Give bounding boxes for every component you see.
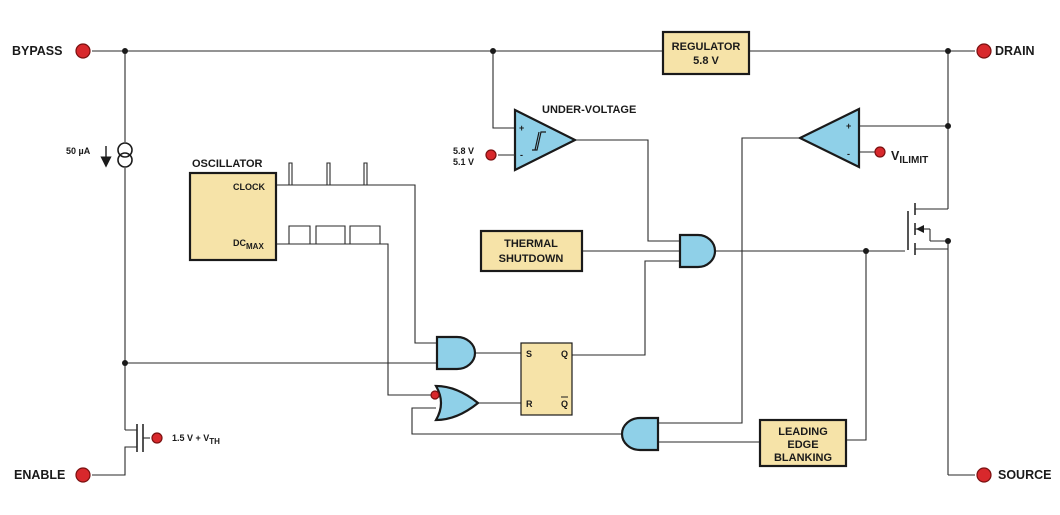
pin-enable[interactable]: ENABLE bbox=[14, 467, 91, 483]
ff-qbar: Q bbox=[561, 399, 568, 409]
and-gate-lower bbox=[620, 416, 660, 452]
oscillator-dc: DC bbox=[233, 238, 246, 248]
svg-text:1.5 V + VTH: 1.5 V + VTH bbox=[172, 433, 220, 446]
sr-flip-flop: S R Q Q bbox=[520, 342, 573, 416]
uv-thresh-low: 5.1 V bbox=[453, 157, 474, 167]
current-source: 50 µA bbox=[66, 142, 133, 168]
pin-drain-label: DRAIN bbox=[995, 44, 1035, 58]
oscillator-title: OSCILLATOR bbox=[192, 158, 263, 170]
ilimit-v: V bbox=[891, 149, 900, 163]
ilimit-i: I bbox=[899, 155, 902, 166]
leading-edge-blanking-block: LEADING EDGE BLANKING bbox=[758, 418, 848, 468]
or-gate bbox=[430, 384, 480, 422]
uv-thresh-high: 5.8 V bbox=[453, 146, 474, 156]
thermal-shutdown-block: THERMAL SHUTDOWN bbox=[479, 229, 584, 273]
svg-text:DCMAX: DCMAX bbox=[233, 238, 264, 251]
ff-r: R bbox=[526, 399, 533, 409]
pin-source-label: SOURCE bbox=[998, 468, 1051, 482]
wires bbox=[92, 50, 975, 476]
enable-ref-text: 1.5 V + V bbox=[172, 433, 209, 443]
pin-drain[interactable]: DRAIN bbox=[976, 43, 1035, 59]
pin-enable-label: ENABLE bbox=[14, 468, 65, 482]
uv-minus: - bbox=[520, 150, 523, 160]
enable-ref-sub: TH bbox=[209, 437, 220, 446]
svg-text:VILIMIT: VILIMIT bbox=[891, 149, 928, 166]
pin-bypass[interactable]: BYPASS bbox=[12, 43, 91, 59]
pin-source[interactable]: SOURCE bbox=[976, 467, 1051, 483]
ilimit-minus: - bbox=[847, 149, 850, 159]
hysteresis-icon bbox=[532, 131, 546, 151]
current-limit-comparator: + - VILIMIT bbox=[797, 107, 928, 169]
and-gate-clock bbox=[435, 335, 477, 371]
leb-line1: LEADING bbox=[778, 426, 828, 438]
under-voltage-comparator: UNDER-VOLTAGE + - 5.8 V 5.1 V bbox=[453, 104, 636, 172]
ff-q: Q bbox=[561, 349, 568, 359]
under-voltage-label: UNDER-VOLTAGE bbox=[542, 104, 636, 116]
uv-plus: + bbox=[519, 123, 524, 133]
ilimit-plus: + bbox=[846, 121, 851, 131]
regulator-block: REGULATOR 5.8 V bbox=[661, 30, 751, 76]
oscillator-block: OSCILLATOR CLOCK DCMAX bbox=[188, 158, 278, 262]
current-source-value: 50 µA bbox=[66, 146, 91, 156]
leb-line3: BLANKING bbox=[774, 452, 832, 464]
pin-bypass-label: BYPASS bbox=[12, 44, 62, 58]
thermal-line1: THERMAL bbox=[504, 238, 558, 250]
oscillator-dc-sub: MAX bbox=[246, 242, 264, 251]
thermal-line2: SHUTDOWN bbox=[499, 253, 564, 265]
leb-line2: EDGE bbox=[787, 439, 818, 451]
oscillator-clock: CLOCK bbox=[233, 182, 265, 192]
junction-dots bbox=[122, 48, 951, 366]
enable-reference: 1.5 V + VTH bbox=[151, 432, 220, 446]
ff-s: S bbox=[526, 349, 532, 359]
regulator-title: REGULATOR bbox=[672, 41, 741, 53]
and-gate-main bbox=[678, 233, 717, 269]
ilimit-sub: LIMIT bbox=[902, 155, 928, 166]
regulator-value: 5.8 V bbox=[693, 55, 719, 67]
